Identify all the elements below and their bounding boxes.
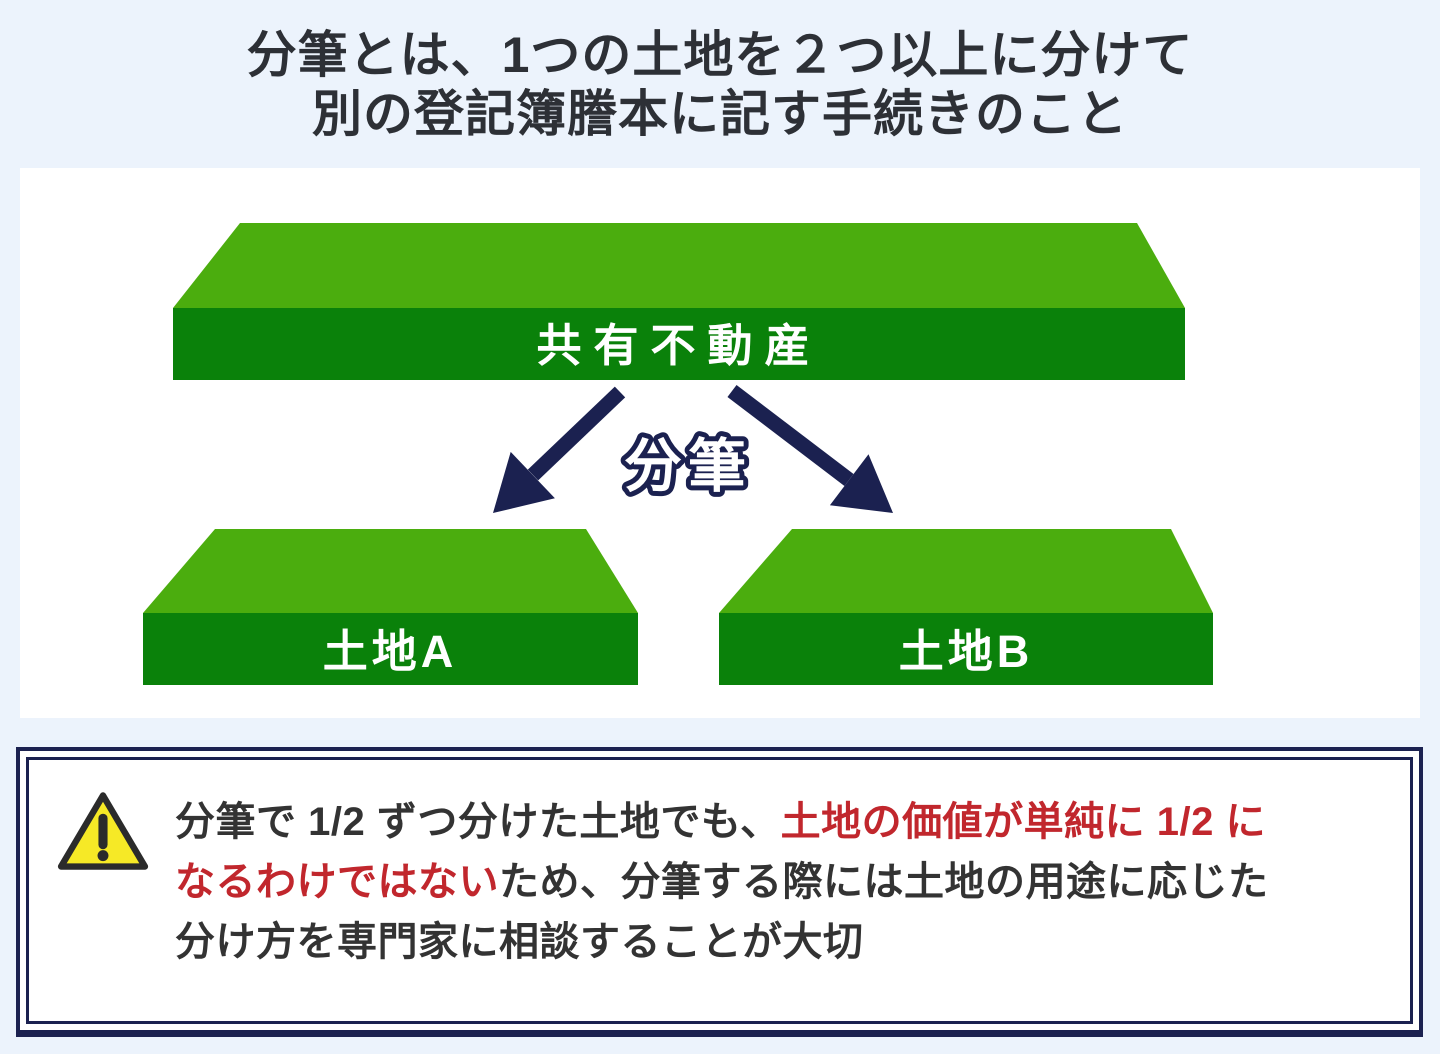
parcel-b-top-face bbox=[719, 529, 1213, 613]
split-arrow-left-icon bbox=[493, 386, 626, 513]
source-parcel-label: 共有不動産 bbox=[536, 320, 821, 371]
split-arrow-right-shaft bbox=[727, 385, 854, 486]
parcel-a-shape: 土地A bbox=[143, 529, 638, 685]
parcel-b-front-face bbox=[719, 613, 1213, 685]
source-parcel-shape: 共有不動産 bbox=[173, 223, 1185, 380]
split-arrow-right-icon bbox=[727, 385, 893, 513]
page-title: 分筆とは、1つの土地を２つ以上に分けて別の登記簿謄本に記す手続きのこと bbox=[0, 0, 1440, 144]
note-line2-dark: ため、分筆する際には土地の用途に応じた bbox=[499, 860, 1269, 904]
parcel-a-top-face bbox=[143, 529, 638, 613]
split-arrow-left-head bbox=[493, 451, 555, 513]
parcel-b-shape: 土地B bbox=[719, 529, 1213, 685]
warning-triangle-icon bbox=[57, 792, 149, 870]
diagram-panel: 共有不動産 分筆 土地A bbox=[20, 168, 1420, 718]
split-arrow-right-head bbox=[829, 454, 893, 513]
note-line3-dark: 分け方を専門家に相談することが大切 bbox=[175, 920, 864, 964]
source-parcel-top-face bbox=[173, 223, 1185, 308]
note-line1-red: 土地の価値が単純に 1/2 に bbox=[780, 800, 1266, 844]
warning-note-box: 分筆で 1/2 ずつ分けた土地でも、土地の価値が単純に 1/2 になるわけではな… bbox=[16, 747, 1423, 1037]
divide-process-label: 分筆 bbox=[624, 434, 752, 499]
source-parcel-front-face bbox=[173, 308, 1185, 380]
warning-note-text: 分筆で 1/2 ずつ分けた土地でも、土地の価値が単純に 1/2 になるわけではな… bbox=[175, 792, 1269, 972]
land-split-diagram: 共有不動産 分筆 土地A bbox=[143, 223, 1213, 685]
warning-note-inner: 分筆で 1/2 ずつ分けた土地でも、土地の価値が単純に 1/2 になるわけではな… bbox=[26, 757, 1413, 1024]
title-line2: 別の登記簿謄本に記す手続きのこと bbox=[312, 86, 1128, 142]
warning-exclamation-dot bbox=[97, 850, 109, 862]
parcel-a-label: 土地A bbox=[323, 626, 458, 677]
note-line2-red: なるわけではない bbox=[175, 860, 499, 904]
parcel-a-front-face bbox=[143, 613, 638, 685]
split-arrow-left-shaft bbox=[527, 386, 626, 481]
title-line1: 分筆とは、1つの土地を２つ以上に分けて bbox=[246, 27, 1194, 83]
note-line1-dark: 分筆で 1/2 ずつ分けた土地でも、 bbox=[175, 800, 781, 844]
parcel-b-label: 土地B bbox=[899, 626, 1034, 677]
